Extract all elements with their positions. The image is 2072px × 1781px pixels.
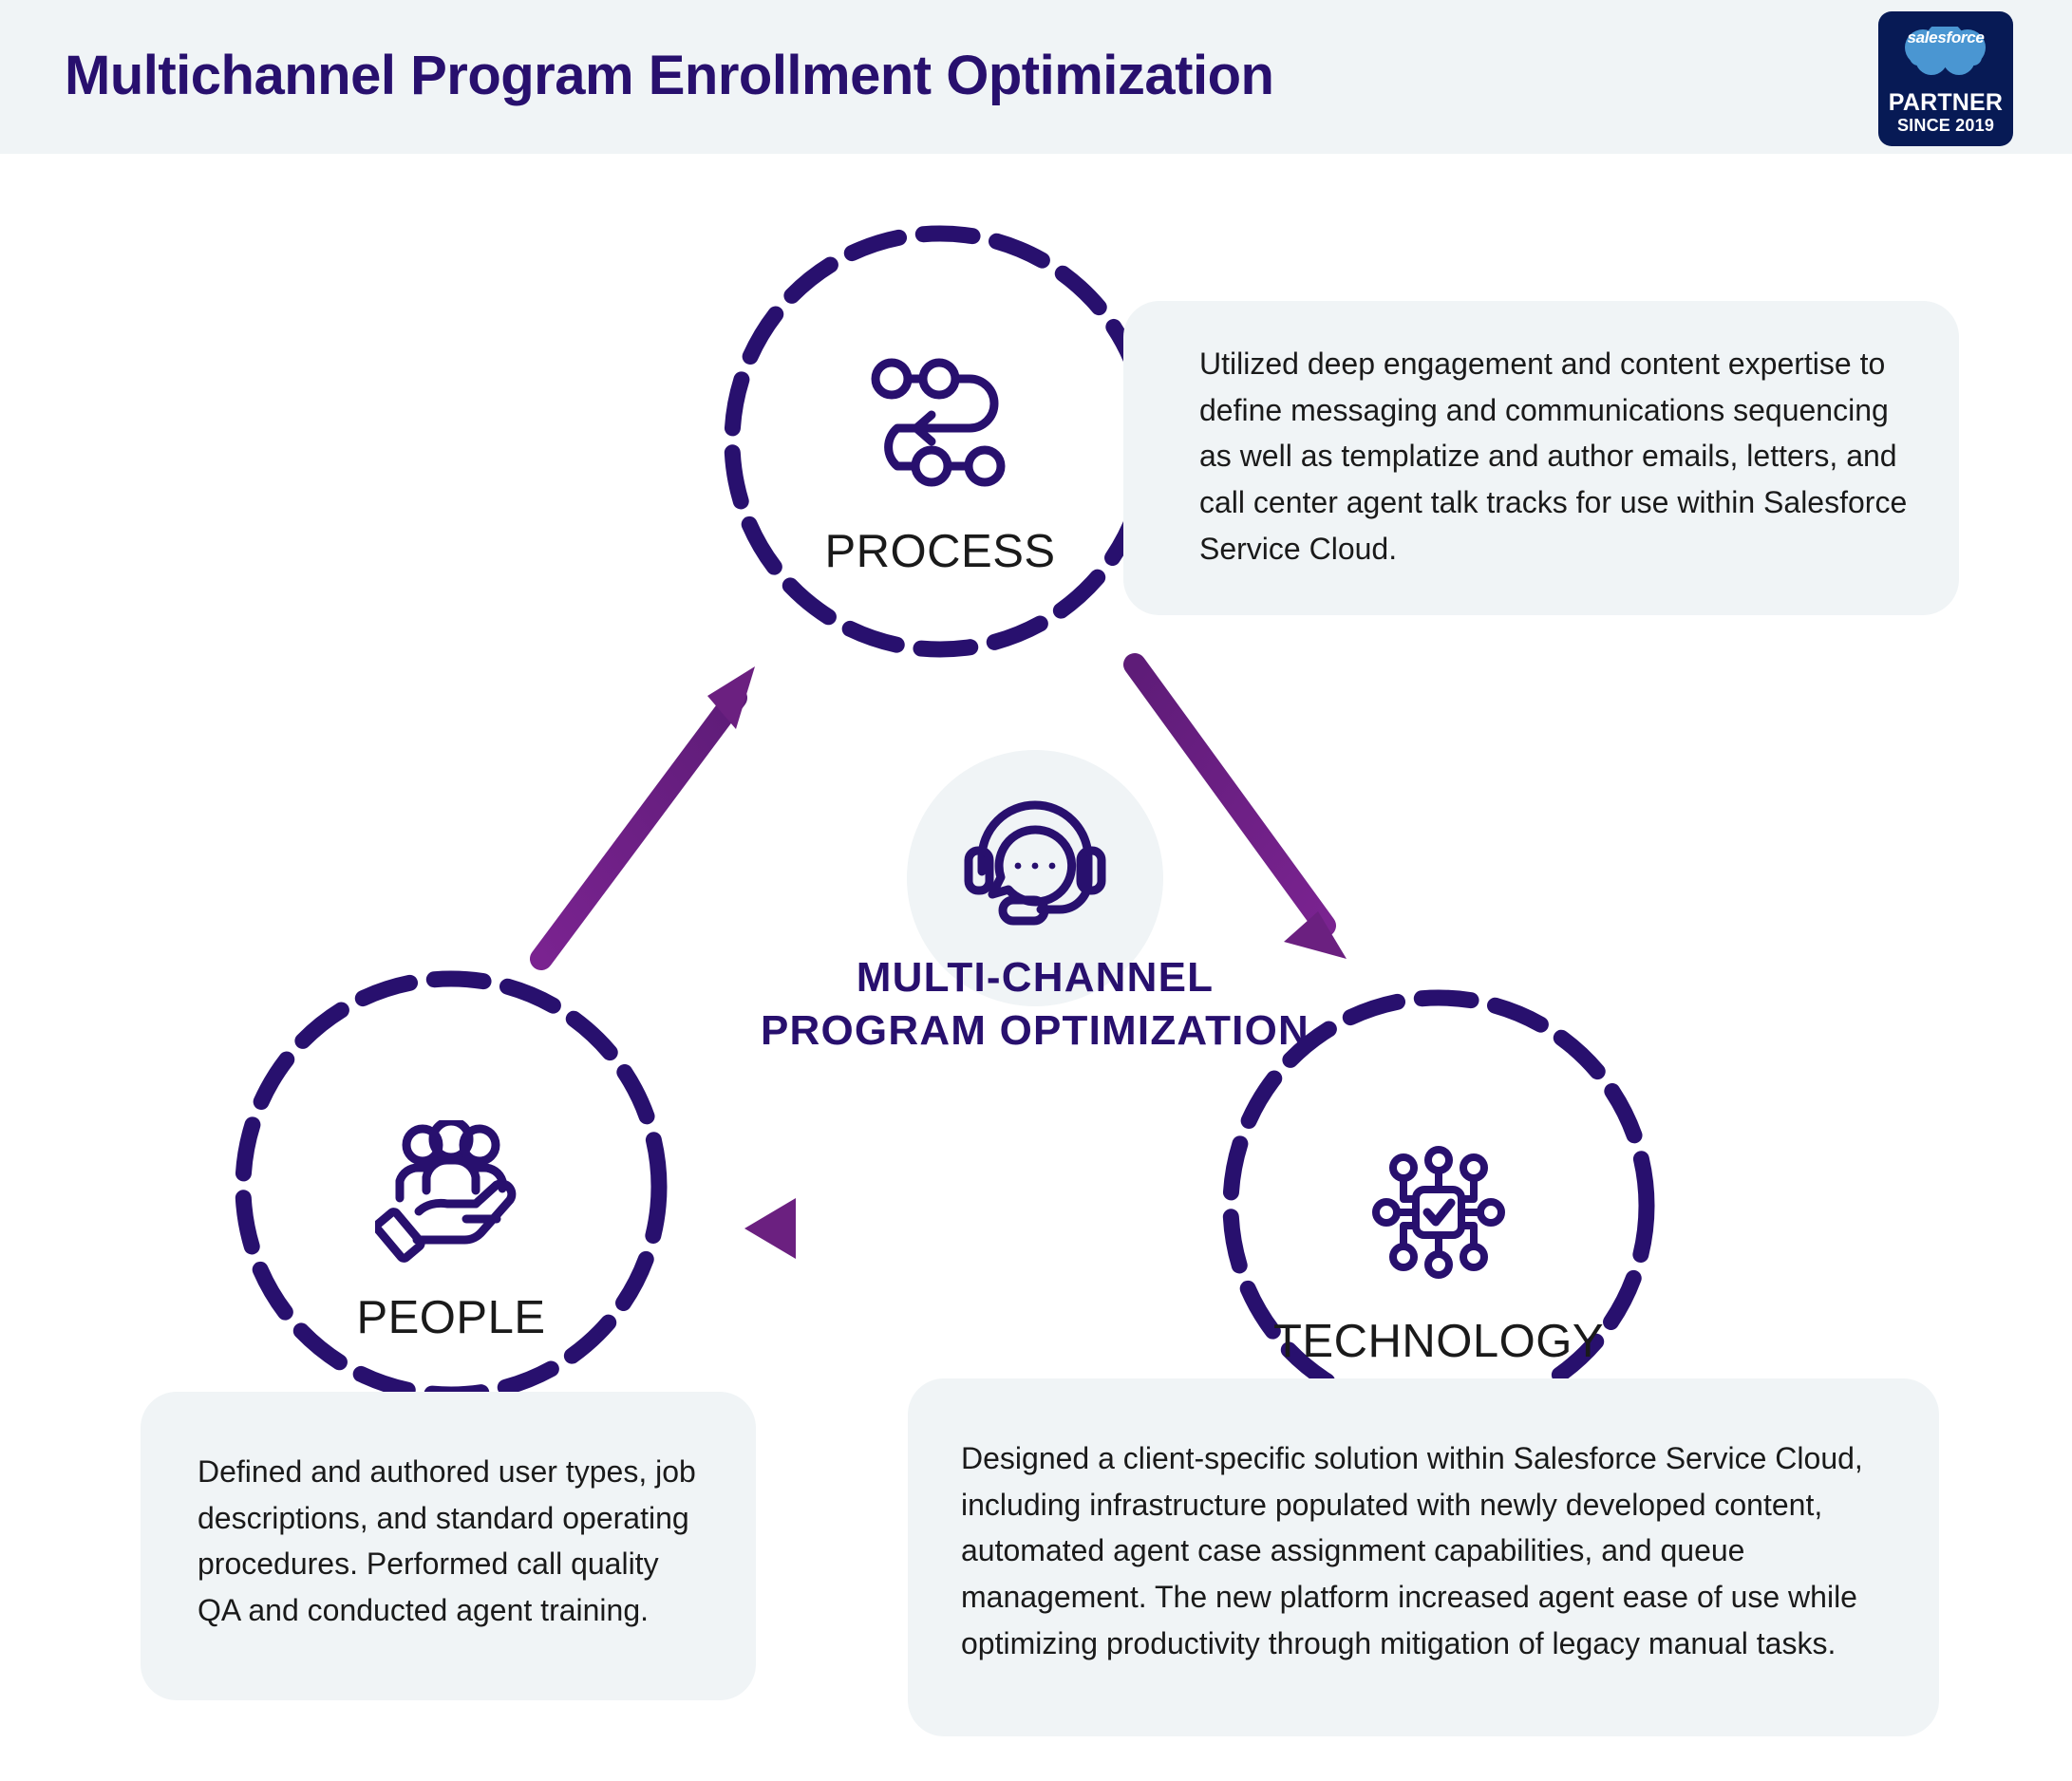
hand-holding-people-icon [233, 1116, 669, 1267]
headset-support-icon [950, 777, 1121, 947]
center-title-line1: MULTI-CHANNEL [856, 954, 1215, 1001]
page-title: Multichannel Program Enrollment Optimiza… [65, 45, 1274, 106]
center-title-line2: PROGRAM OPTIMIZATION [760, 1007, 1310, 1055]
salesforce-wordmark: salesforce [1907, 28, 1985, 47]
pillar-label-technology: TECHNOLOGY [1272, 1316, 1605, 1367]
technology-to-people-arrow [744, 1198, 1141, 1259]
header-band [0, 0, 2072, 154]
microchip-check-icon [1220, 1144, 1657, 1286]
pillar-people[interactable]: PEOPLE [233, 968, 669, 1405]
badge-since-text: SINCE 2019 [1896, 116, 1995, 135]
center-group: MULTI-CHANNEL PROGRAM OPTIMIZATION [665, 750, 1405, 1063]
callout-people: Defined and authored user types, job des… [141, 1392, 756, 1700]
salesforce-cloud-icon [1878, 22, 2013, 78]
callout-process: Utilized deep engagement and content exp… [1123, 301, 1959, 616]
pillar-process[interactable]: PROCESS [722, 223, 1158, 660]
center-disc [907, 750, 1163, 1006]
workflow-process-icon [722, 356, 1158, 494]
salesforce-partner-badge: salesforce PARTNER SINCE 2019 [1878, 11, 2013, 146]
pillar-label-people: PEOPLE [356, 1292, 546, 1343]
pillar-label-process: PROCESS [824, 526, 1056, 577]
center-title: MULTI-CHANNEL PROGRAM OPTIMIZATION [665, 951, 1405, 1059]
callout-technology: Designed a client-specific solution with… [908, 1378, 1939, 1737]
badge-partner-text: PARTNER [1888, 89, 2004, 116]
